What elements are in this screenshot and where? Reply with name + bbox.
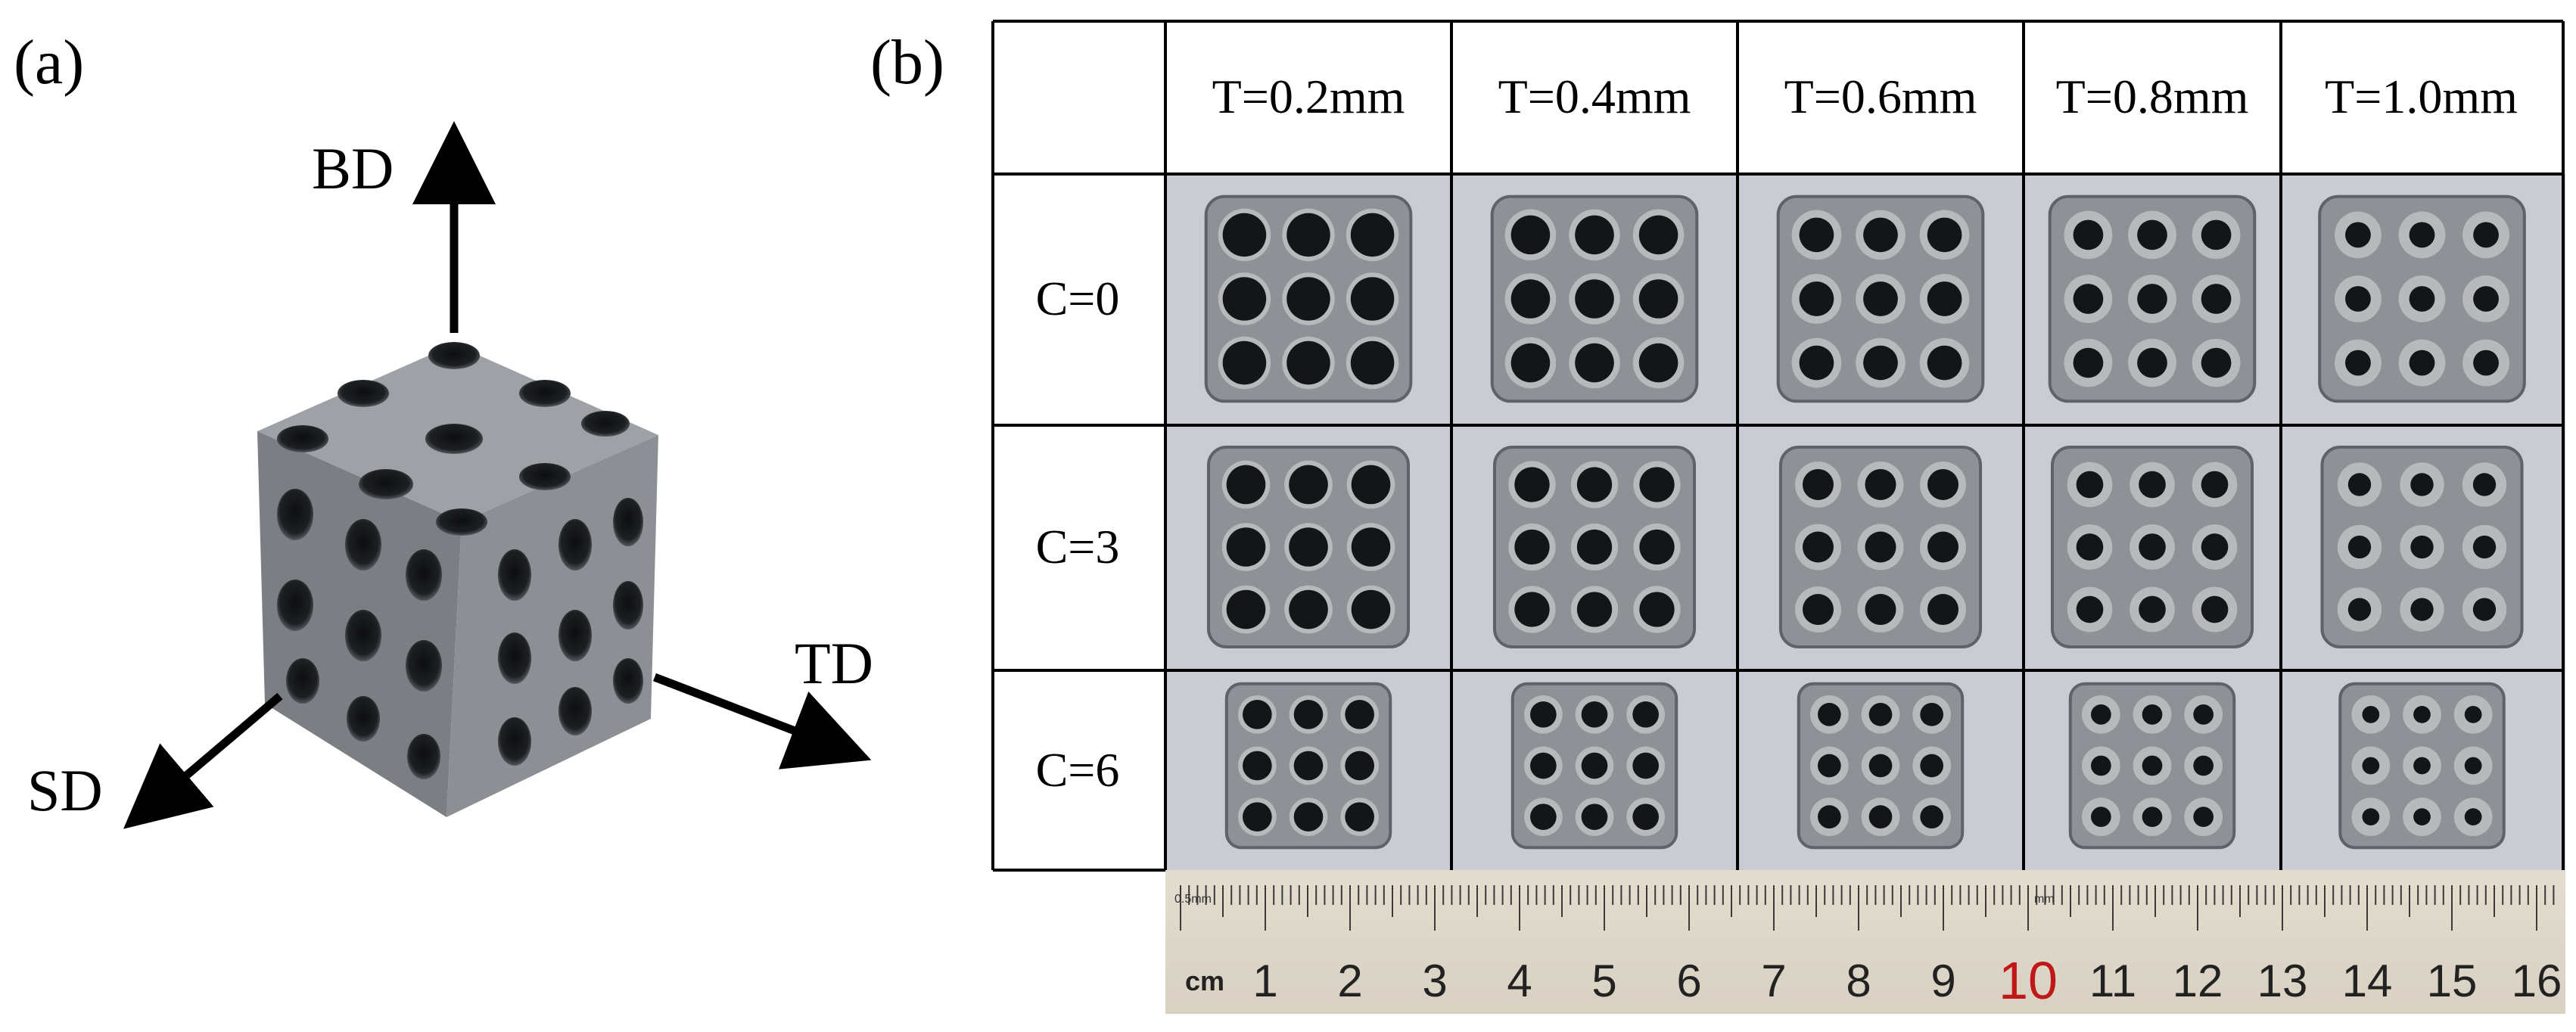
sample-photo-area <box>1165 174 2565 870</box>
ruler-number: 9 <box>1930 956 1956 1006</box>
lattice-cube-illustration <box>123 121 872 829</box>
td-axis-arrow <box>653 673 872 769</box>
lattice-sample <box>2318 194 2526 403</box>
ruler-number: 15 <box>2426 956 2478 1006</box>
ruler-number: 4 <box>1507 956 1532 1006</box>
td-axis-label: TD <box>795 630 873 696</box>
lattice-sample <box>1204 194 1413 403</box>
column-header-t10: T=1.0mm <box>2281 21 2562 173</box>
lattice-sample <box>1492 445 1697 649</box>
ruler-number: 12 <box>2172 956 2223 1006</box>
lattice-sample <box>1510 682 1678 850</box>
lattice-sample <box>2338 682 2506 850</box>
ruler-number: 3 <box>1422 956 1448 1006</box>
bd-axis-label: BD <box>312 135 394 201</box>
column-header-t04: T=0.4mm <box>1451 21 1738 173</box>
panel-b-label: (b) <box>870 27 944 98</box>
lattice-sample <box>2068 682 2236 850</box>
ruler-number: 6 <box>1676 956 1702 1006</box>
lattice-sample <box>2320 445 2524 649</box>
sd-axis-arrow <box>123 692 283 829</box>
ruler-number: 5 <box>1591 956 1617 1006</box>
panel-a-label: (a) <box>14 27 85 98</box>
lattice-sample <box>1490 194 1699 403</box>
ruler-number: 7 <box>1761 956 1787 1006</box>
column-header-t02: T=0.2mm <box>1165 21 1451 173</box>
row-header-c0: C=0 <box>991 174 1164 424</box>
cube-right-face <box>446 435 658 817</box>
row-header-c3: C=3 <box>991 425 1164 669</box>
ruler-number: 11 <box>2089 956 2137 1006</box>
row-header-c6: C=6 <box>991 670 1164 870</box>
ruler-number-highlight: 10 <box>1999 951 2058 1010</box>
lattice-sample <box>1776 194 1985 403</box>
column-header-t08: T=0.8mm <box>2024 21 2281 173</box>
ruler-number: 16 <box>2511 956 2562 1006</box>
ruler-note-right: mm <box>2034 893 2055 906</box>
column-header-t06: T=0.6mm <box>1738 21 2024 173</box>
ruler-number: 1 <box>1252 956 1278 1006</box>
ruler <box>1165 870 2565 1014</box>
ruler-number: 13 <box>2257 956 2308 1006</box>
lattice-sample <box>2048 194 2257 403</box>
lattice-sample <box>1224 682 1392 850</box>
ruler-unit-label: cm <box>1185 965 1225 996</box>
lattice-sample <box>1778 445 1983 649</box>
lattice-sample <box>1206 445 1411 649</box>
ruler-note-left: 0.5mm <box>1174 893 1212 906</box>
lattice-sample <box>1797 682 1965 850</box>
ruler-number: 8 <box>1846 956 1871 1006</box>
lattice-sample <box>2050 445 2254 649</box>
ruler-ticks <box>1180 885 2555 931</box>
ruler-number: 2 <box>1337 956 1363 1006</box>
lattice-samples <box>1204 194 2526 850</box>
ruler-number: 14 <box>2341 956 2393 1006</box>
sd-axis-label: SD <box>27 757 103 823</box>
